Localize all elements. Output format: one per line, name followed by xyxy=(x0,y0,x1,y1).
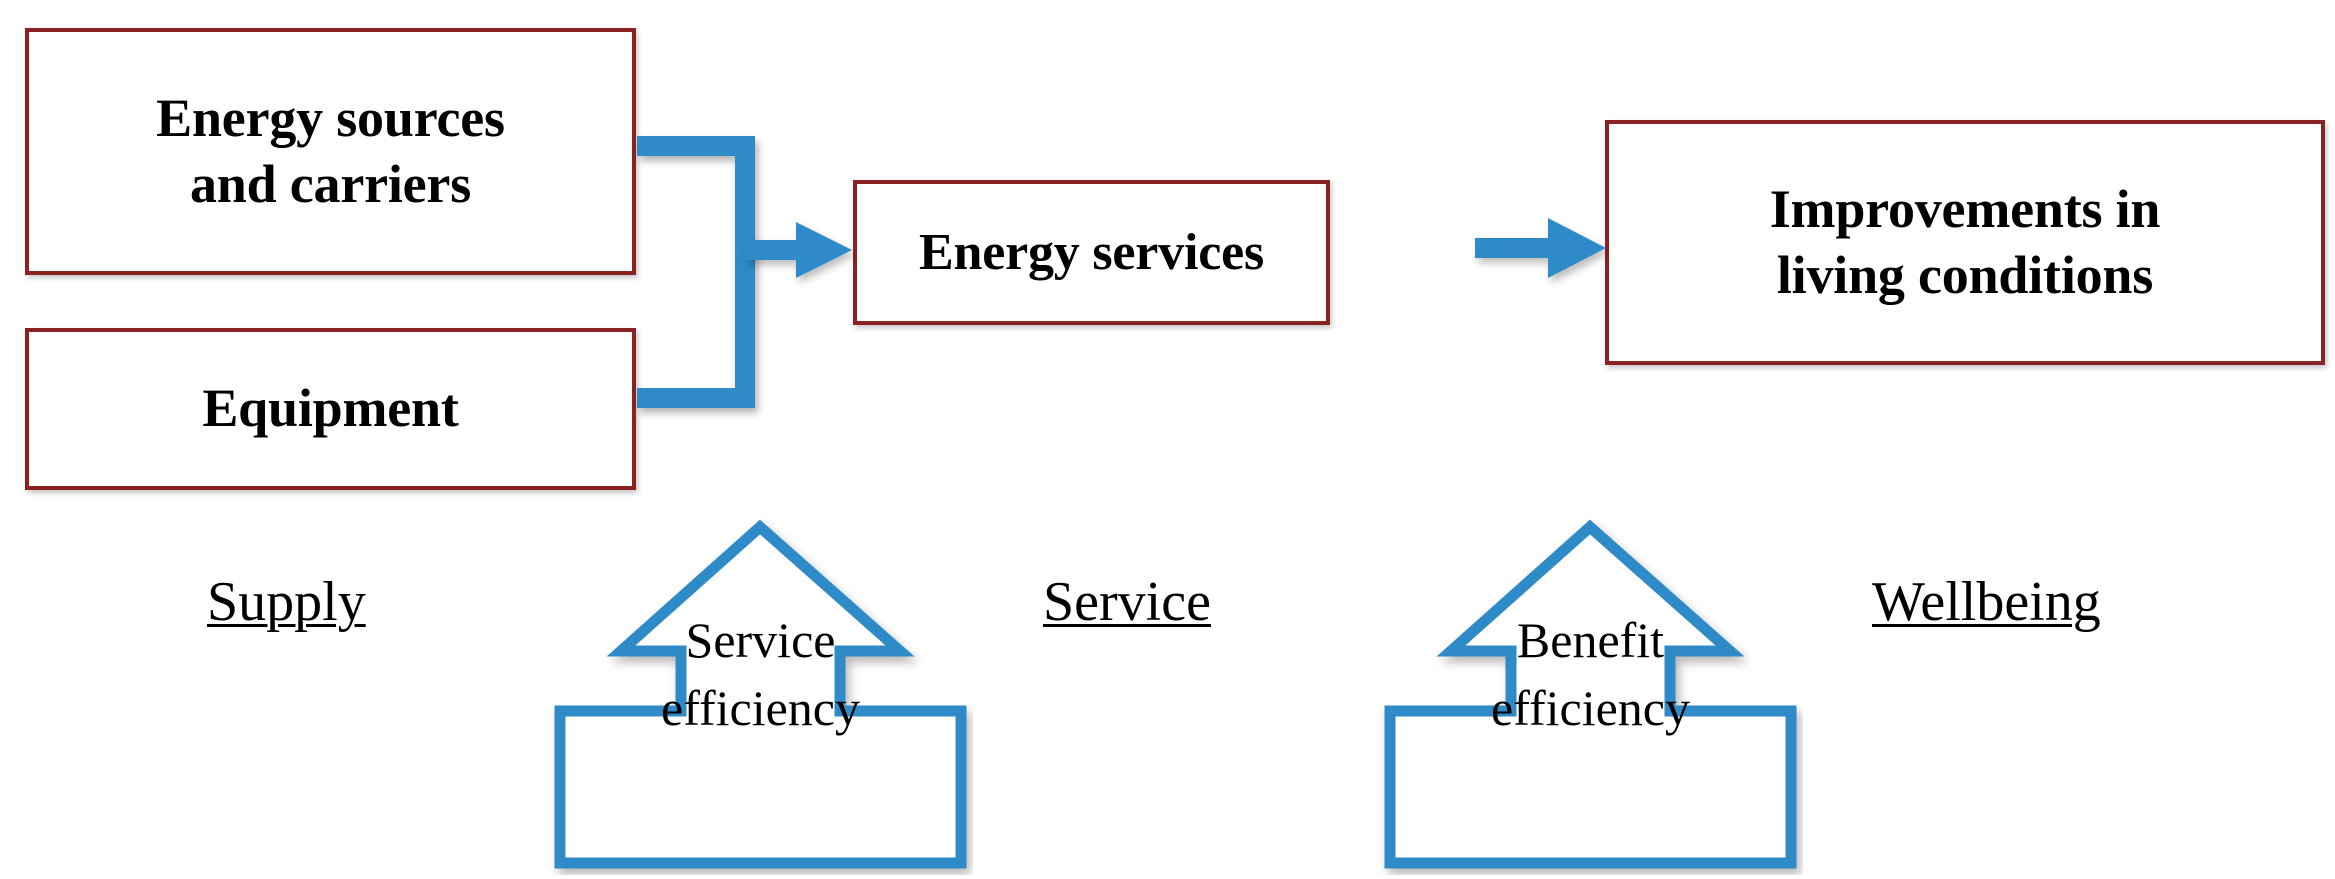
callout-benefit-efficiency-label: Benefit efficiency xyxy=(1378,607,1803,742)
callout-service-line1: Service xyxy=(685,612,836,668)
callout-service-line2: efficiency xyxy=(661,679,860,736)
callout-benefit-line2: efficiency xyxy=(1491,679,1690,736)
box-energy-sources-line1: Energy sources xyxy=(156,87,505,148)
callout-benefit-line1: Benefit xyxy=(1516,612,1665,668)
box-energy-sources-line2: and carriers xyxy=(189,153,472,214)
stage-label-supply: Supply xyxy=(207,571,366,633)
box-improvements-line1: Improvements in xyxy=(1769,178,2161,239)
callout-service-efficiency-shape xyxy=(554,519,967,869)
box-energy-sources-and-carriers: Energy sources and carriers xyxy=(25,28,636,275)
box-energy-sources-label: Energy sources and carriers xyxy=(146,86,515,218)
stage-label-wellbeing: Wellbeing xyxy=(1872,571,2101,633)
callout-service-efficiency-label: Service efficiency xyxy=(548,607,973,742)
stage-label-service: Service xyxy=(1043,571,1211,633)
connector-equipment-to-junction xyxy=(637,250,755,408)
box-improvements-in-living-conditions: Improvements in living conditions xyxy=(1605,120,2325,365)
box-energy-services-label: Energy services xyxy=(918,223,1264,281)
arrow-energy-services-to-improvements xyxy=(1475,218,1606,278)
arrow-junction-to-energy-services xyxy=(745,222,852,278)
box-improvements-line2: living conditions xyxy=(1776,244,2154,305)
callout-service-efficiency: Service efficiency xyxy=(548,515,973,875)
box-improvements-label: Improvements in living conditions xyxy=(1760,177,2171,309)
box-equipment: Equipment xyxy=(25,328,636,490)
box-energy-services: Energy services xyxy=(853,180,1330,325)
callout-benefit-efficiency-shape xyxy=(1384,519,1797,869)
callout-benefit-efficiency: Benefit efficiency xyxy=(1378,515,1803,875)
box-equipment-label: Equipment xyxy=(202,378,459,439)
connector-sources-to-junction xyxy=(637,136,755,250)
